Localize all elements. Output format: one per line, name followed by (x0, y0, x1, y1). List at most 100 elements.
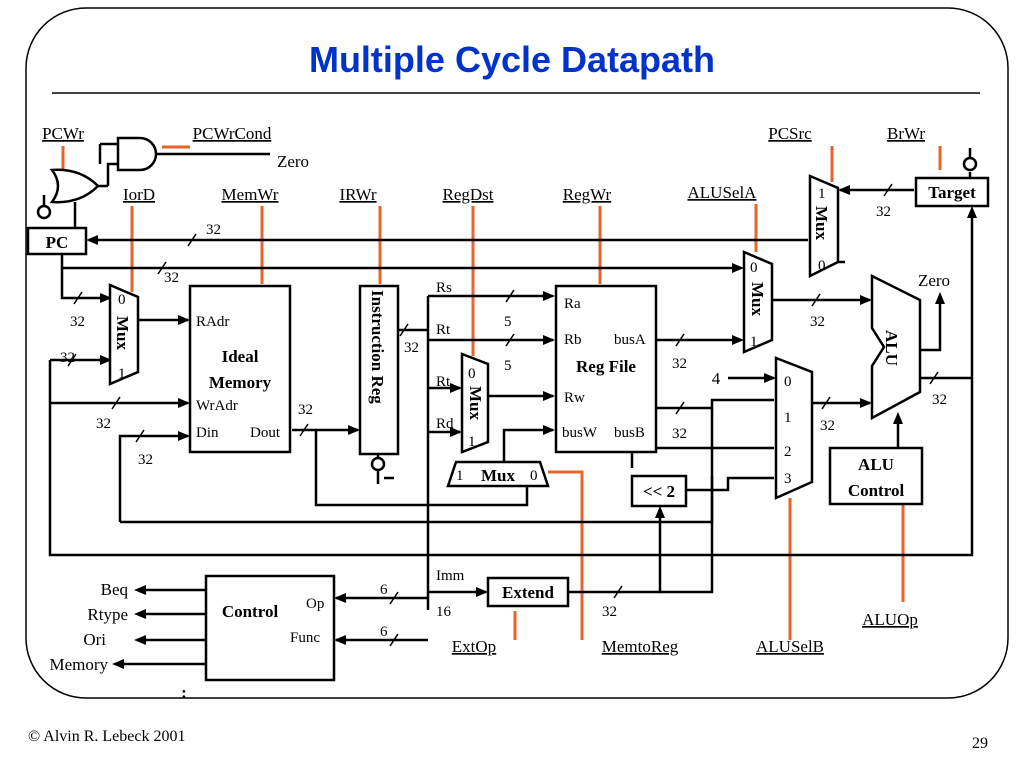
or-gate (49, 168, 100, 204)
footer-copyright: © Alvin R. Lebeck 2001 (28, 728, 185, 745)
extend-label: Extend (502, 583, 555, 602)
mem-din: Din (196, 425, 219, 441)
rf-rb: Rb (564, 332, 582, 348)
rf-busb: busB (614, 425, 645, 441)
w-pcout: 32 (164, 270, 179, 286)
mem-wradr: WrAdr (196, 398, 238, 414)
aluselA-mux-in1: 1 (750, 334, 758, 350)
pcsrc-mux-label: Mux (812, 206, 831, 241)
w-op: 6 (380, 582, 388, 598)
zero-label-top: Zero (277, 152, 309, 171)
field-imm16: 16 (436, 604, 452, 620)
regdst-mux-label: Mux (466, 386, 485, 421)
pcsrc-in1: 1 (818, 186, 826, 202)
pc-label: PC (46, 233, 69, 252)
ctl-aluselA: ALUSelA (688, 183, 758, 202)
control-func: Func (290, 630, 320, 646)
pcsrc-in0: 0 (818, 258, 826, 274)
ctl-brwr: BrWr (887, 124, 925, 143)
w-ir: 32 (404, 340, 419, 356)
control-unit (204, 574, 336, 682)
ctl-memwr: MemWr (222, 185, 279, 204)
ir-clock-bubble (370, 456, 386, 472)
w-aluout: 32 (932, 392, 947, 408)
w-wradr: 32 (96, 416, 111, 432)
extend-unit (486, 576, 570, 608)
ctl-irwr: IRWr (339, 185, 376, 204)
aluselA-mux-in0: 0 (750, 260, 758, 276)
target-register (914, 176, 990, 208)
aluctl-label-2: Control (848, 481, 905, 500)
footer-page-number: 29 (972, 735, 988, 752)
aluctl-label-1: ALU (858, 455, 894, 474)
w-dout: 32 (298, 402, 313, 418)
ctl-pcsrc: PCSrc (768, 124, 812, 143)
target-clock-bubble (962, 156, 978, 172)
w-busa: 32 (672, 356, 687, 372)
w-pc: 32 (206, 222, 221, 238)
register-file (554, 284, 658, 454)
ctl-iord: IorD (123, 185, 155, 204)
out-rtype: Rtype (87, 605, 128, 624)
control-op: Op (306, 596, 324, 612)
shift-label: << 2 (643, 482, 675, 501)
out-more: : (181, 683, 187, 702)
bus-width-labels: 32 32 32 32 32 32 32 32 5 5 32 32 32 32 … (60, 204, 947, 640)
out-ori: Ori (83, 630, 106, 649)
slide-frame (25, 7, 1009, 699)
field-imm: Imm (436, 568, 465, 584)
alu-label: ALU (882, 330, 901, 366)
iord-mux (108, 283, 140, 386)
pcsrc-mux (808, 174, 840, 279)
ctl-aluop: ALUOp (862, 610, 918, 629)
aluselB-in3: 3 (784, 471, 792, 487)
iord-mux-label: Mux (113, 316, 132, 351)
aluselB-in0: 0 (784, 374, 792, 390)
slide-title: Multiple Cycle Datapath (309, 39, 715, 80)
aluselB-mux (774, 356, 814, 500)
memtoreg-mux-label: Mux (481, 466, 516, 485)
instruction-register (358, 284, 400, 456)
memtoreg-mux-in1: 1 (456, 468, 464, 484)
w-mux0: 32 (70, 314, 85, 330)
aluselA-mux (742, 250, 774, 354)
w-alua: 32 (810, 314, 825, 330)
rf-title: Reg File (576, 357, 636, 376)
regdst-mux-in1: 1 (468, 434, 476, 450)
w-ext: 32 (602, 604, 617, 620)
w-rs: 5 (504, 314, 512, 330)
mem-title-2: Memory (209, 373, 272, 392)
field-rd: Rd (436, 416, 454, 432)
ctl-regwr: RegWr (563, 185, 612, 204)
alu-control (828, 446, 924, 506)
pcwrite-logic (36, 136, 270, 228)
control-wires (61, 145, 942, 640)
datapath-wires (48, 172, 977, 669)
aluselA-mux-label: Mux (748, 282, 767, 317)
ctl-pcwrcond: PCWrCond (193, 124, 272, 143)
clock-bubble (36, 204, 52, 220)
regdst-mux-in0: 0 (468, 366, 476, 382)
field-rt: Rt (436, 322, 451, 338)
w-func: 6 (380, 624, 388, 640)
shift-left-2 (630, 474, 688, 508)
w-rt: 5 (504, 358, 512, 374)
control-label: Control (222, 602, 279, 621)
mem-radr: RAdr (196, 314, 229, 330)
rf-busw: busW (562, 425, 598, 441)
regdst-mux (460, 352, 490, 454)
field-rs: Rs (436, 280, 452, 296)
iord-mux-in0: 0 (118, 292, 126, 308)
ctl-pcwr: PCWr (42, 124, 84, 143)
out-memory: Memory (49, 655, 108, 674)
w-target: 32 (876, 204, 891, 220)
rf-ra: Ra (564, 296, 581, 312)
mem-title-1: Ideal (222, 347, 259, 366)
rf-rw: Rw (564, 390, 585, 406)
alu-zero-label: Zero (918, 271, 950, 290)
ctl-extop: ExtOp (452, 637, 496, 656)
ctl-aluselB: ALUSelB (756, 637, 824, 656)
aluselB-in2: 2 (784, 444, 792, 460)
